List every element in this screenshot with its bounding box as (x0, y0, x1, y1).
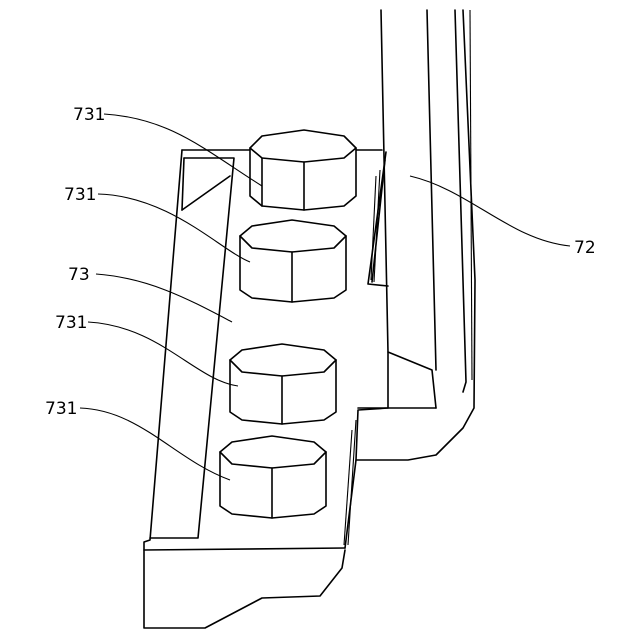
rail-72 (356, 10, 475, 460)
bolt-731-bottom (220, 436, 326, 518)
bolt-731-third (230, 344, 336, 424)
bolt-731-second (240, 220, 346, 302)
leader-73 (96, 274, 232, 322)
label-731-bottom: 731 (45, 399, 77, 419)
label-731-second: 731 (64, 185, 96, 205)
label-73: 73 (68, 265, 90, 285)
bolt-731-top (250, 130, 356, 210)
label-72: 72 (574, 238, 596, 258)
leader-72 (410, 176, 570, 246)
label-731-third: 731 (55, 313, 87, 333)
label-731-top: 731 (73, 105, 105, 125)
